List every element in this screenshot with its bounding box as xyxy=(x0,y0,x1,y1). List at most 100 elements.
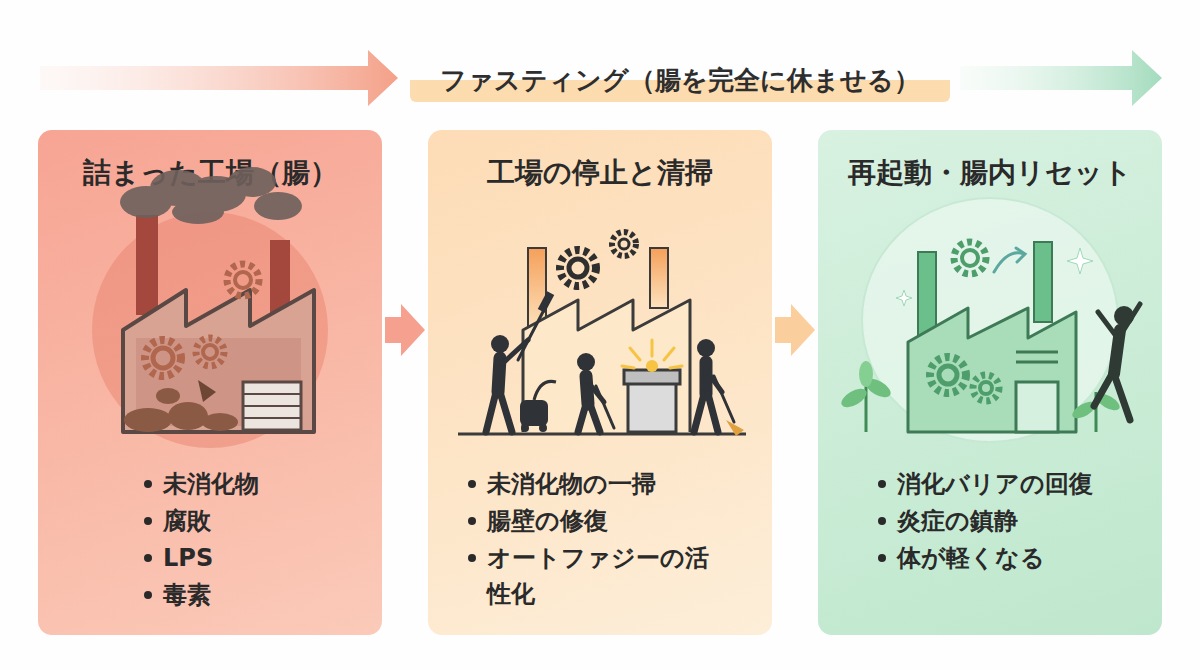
gear xyxy=(980,382,992,394)
window xyxy=(1016,352,1058,362)
plant-left xyxy=(865,380,868,432)
bullet-row: 毒素 xyxy=(144,577,259,613)
machine-console xyxy=(646,360,658,372)
bullet-row: 腸壁の修復 xyxy=(468,503,712,539)
gear xyxy=(145,264,259,376)
gear xyxy=(939,366,957,384)
factory-door xyxy=(1016,382,1058,432)
jumping-person xyxy=(1098,312,1116,336)
worker-with-broom xyxy=(590,404,600,432)
bullet-row: オートファジーの活性化 xyxy=(468,540,712,612)
factory-outline xyxy=(523,300,690,432)
sparkle xyxy=(622,366,634,368)
bullet-list: 消化バリアの回復炎症の鎮静体が軽くなる xyxy=(878,466,1093,577)
restart-arrow xyxy=(994,253,1024,272)
stage-heading: 再起動・腸内リセット xyxy=(818,154,1162,192)
cleaning-factory-illustration xyxy=(428,130,772,460)
bullet-item: 腐敗 xyxy=(163,503,211,539)
factory-body xyxy=(123,290,314,432)
bullet-dot xyxy=(468,517,476,525)
gear xyxy=(196,338,224,366)
gear xyxy=(962,250,978,266)
gear xyxy=(153,348,173,368)
shutter-door xyxy=(243,382,301,430)
plant-left xyxy=(859,361,873,387)
smoke-cloud xyxy=(228,167,276,197)
debris xyxy=(124,408,172,432)
vacuum-cleaner xyxy=(520,381,556,432)
debris xyxy=(156,388,180,404)
bullet-dot xyxy=(878,480,886,488)
worker-with-broom xyxy=(596,386,614,428)
shutter-door xyxy=(243,382,301,430)
clogged-factory-illustration xyxy=(38,130,382,460)
sparkle xyxy=(896,248,1093,306)
worker-with-broom xyxy=(578,404,586,432)
restart-arrow xyxy=(994,248,1025,272)
bullet-dot xyxy=(878,554,886,562)
sparkle xyxy=(622,340,682,368)
sparkle xyxy=(664,348,674,360)
bullet-list: 未消化物の一掃腸壁の修復オートファジーの活性化 xyxy=(468,466,712,613)
bullet-row: LPS xyxy=(144,540,259,576)
bullet-dot xyxy=(878,517,886,525)
window xyxy=(1016,351,1058,354)
restarted-factory-illustration xyxy=(818,130,1162,460)
worker-with-broom xyxy=(577,353,614,432)
sparkle xyxy=(651,340,654,356)
worker-with-broom xyxy=(697,339,715,357)
smoke-cloud xyxy=(254,192,302,220)
title-banner: ファスティング（腸を完全に休ませる） xyxy=(410,58,950,102)
shutter-door xyxy=(243,393,301,395)
bullet-item: 毒素 xyxy=(163,577,211,613)
gear xyxy=(235,272,251,288)
bullet-list: 未消化物腐敗LPS毒素 xyxy=(144,466,259,614)
bullet-row: 未消化物 xyxy=(144,466,259,502)
factory-body xyxy=(908,308,1076,432)
factory-body xyxy=(908,308,1076,432)
bullet-item: 未消化物 xyxy=(163,466,259,502)
bullet-row: 炎症の鎮静 xyxy=(878,503,1093,539)
restart-arrow xyxy=(1016,248,1025,262)
debris xyxy=(124,380,238,432)
bullet-dot xyxy=(468,480,476,488)
sparkle xyxy=(670,366,682,368)
bullet-item: 体が軽くなる xyxy=(897,540,1045,576)
sparkle xyxy=(1067,248,1093,274)
background-circle xyxy=(92,212,328,448)
bullet-dot xyxy=(144,554,152,562)
vacuum-cleaner xyxy=(521,424,529,432)
bullet-item: オートファジーの活性化 xyxy=(487,540,712,612)
worker-with-broom xyxy=(577,353,595,371)
debris xyxy=(202,413,238,431)
banner-arrow-left xyxy=(40,50,398,106)
vacuum-cleaner xyxy=(539,424,547,432)
window xyxy=(1016,361,1058,364)
vacuum-cleaner xyxy=(520,400,548,426)
factory-outline xyxy=(523,300,690,432)
chimney xyxy=(136,215,290,320)
flow-arrow xyxy=(385,304,425,356)
gear xyxy=(930,357,966,393)
machine-console xyxy=(624,370,680,384)
bullet-row: 体が軽くなる xyxy=(878,540,1093,576)
chimney xyxy=(136,215,158,315)
stage-heading: 工場の停止と清掃 xyxy=(428,154,772,192)
factory-door xyxy=(1016,382,1058,432)
bullet-dot xyxy=(144,591,152,599)
banner-arrow-right xyxy=(960,50,1162,106)
background-circle xyxy=(92,212,328,448)
worker-with-mop xyxy=(491,335,509,353)
bullet-item: LPS xyxy=(163,540,213,576)
shutter-door xyxy=(243,417,301,419)
gear xyxy=(930,242,999,401)
gear xyxy=(227,264,259,296)
bullet-dot xyxy=(144,480,152,488)
bullet-dot xyxy=(468,554,476,562)
gear xyxy=(973,375,999,401)
chimney xyxy=(650,248,668,308)
vacuum-cleaner xyxy=(534,381,556,400)
debris xyxy=(198,380,216,402)
gear xyxy=(954,242,986,274)
sparkle xyxy=(896,290,912,306)
